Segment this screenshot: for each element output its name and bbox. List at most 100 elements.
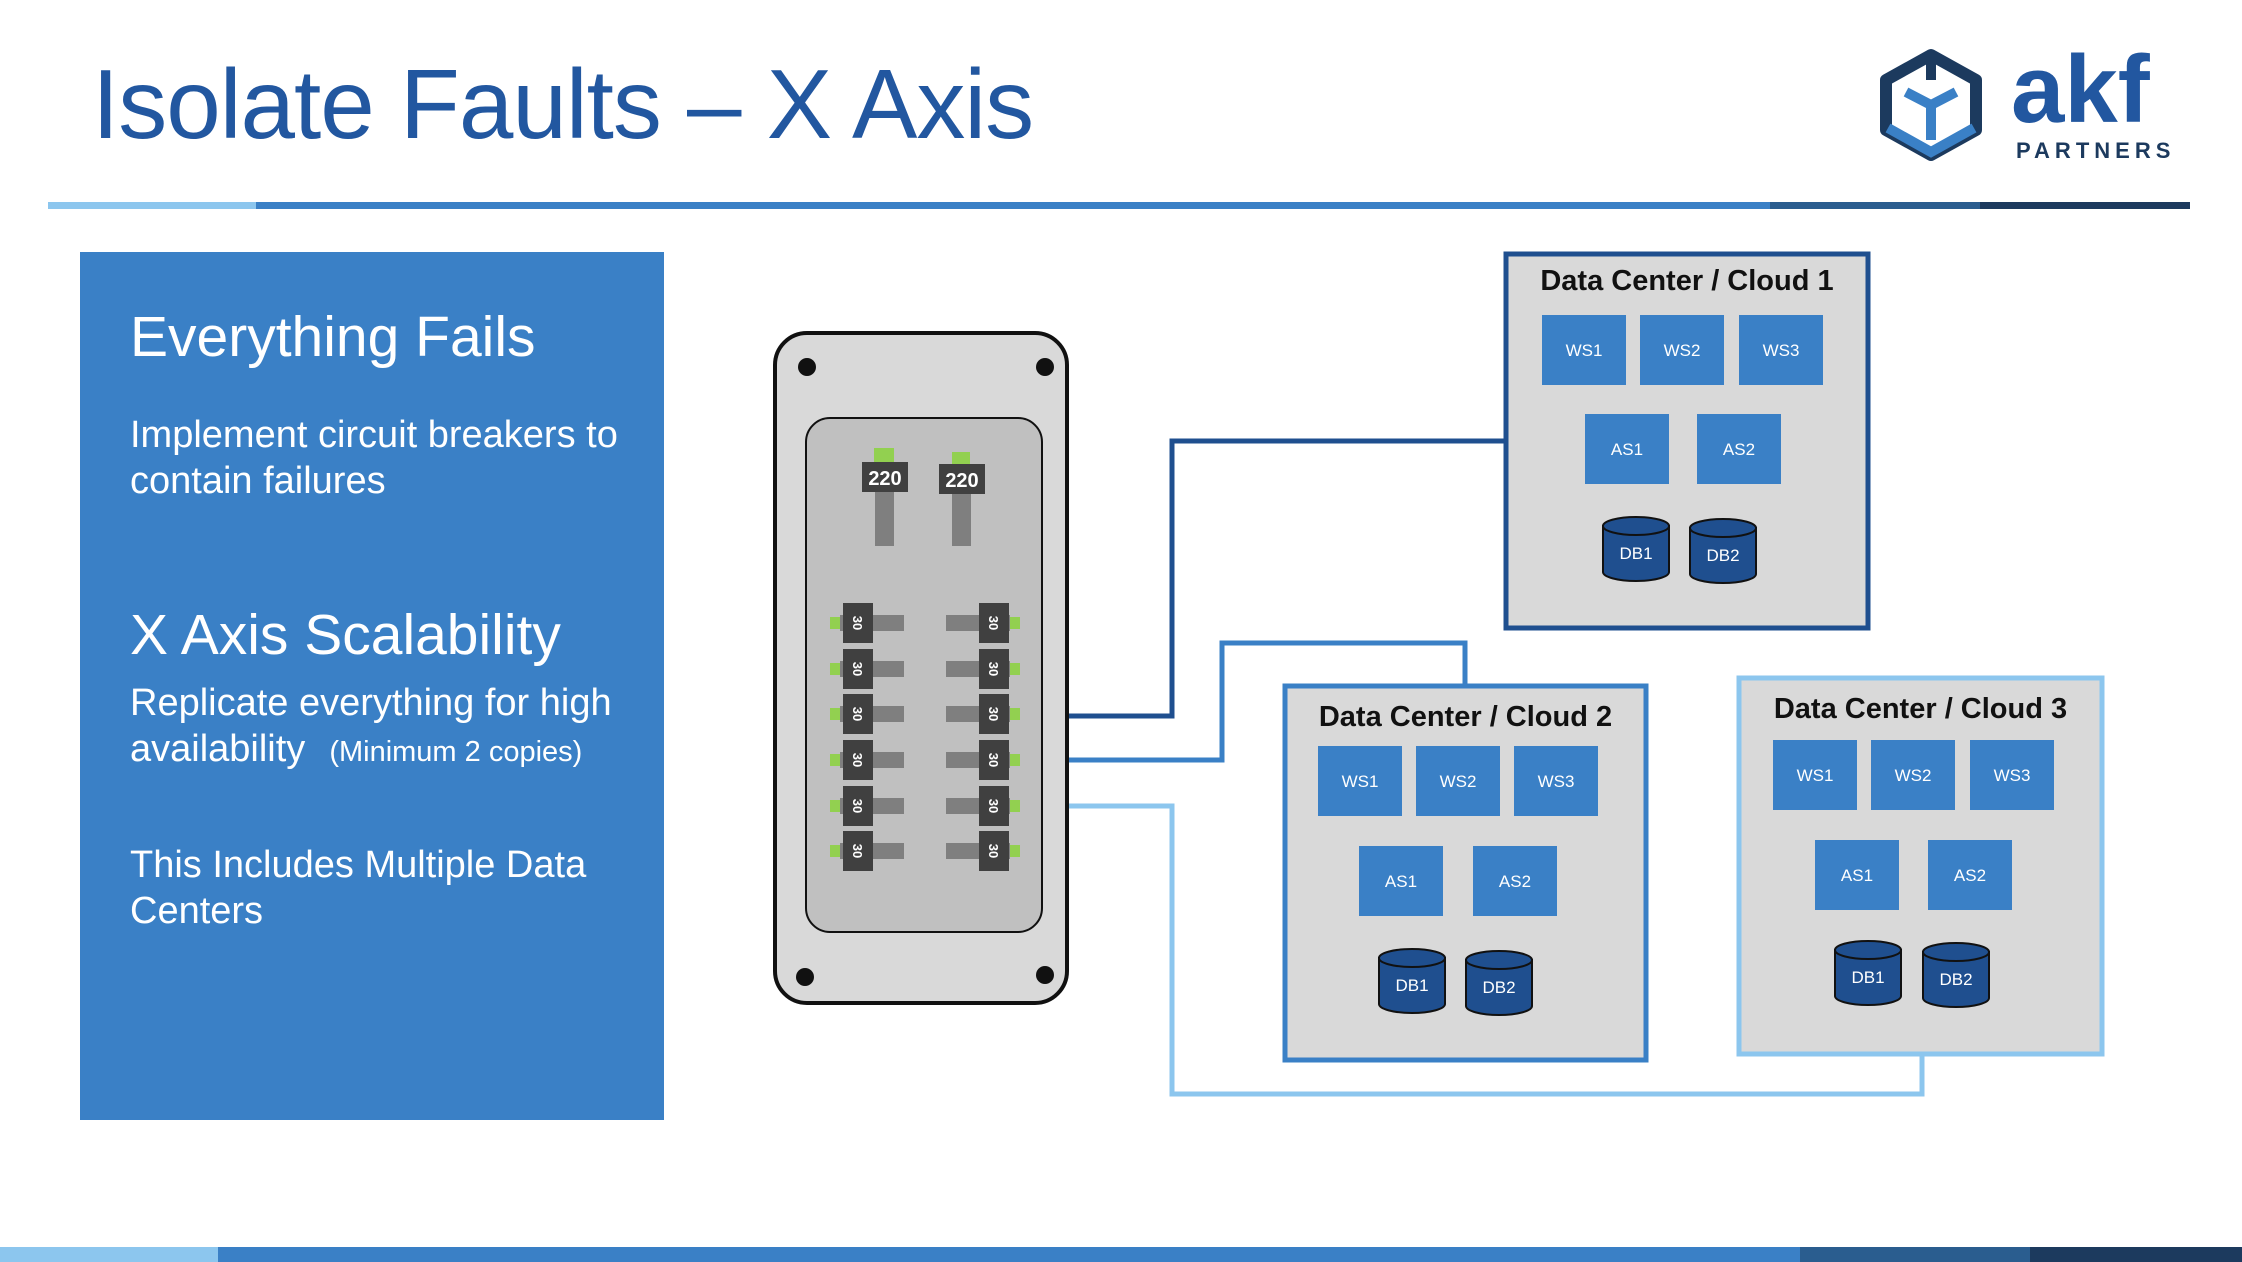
web-server-label: WS2 [1895, 766, 1932, 785]
branch-breaker-right-label: 30 [986, 799, 1001, 813]
main-breaker-1: 220 [862, 448, 908, 546]
footer-rule-light [0, 1247, 218, 1262]
web-server-label: WS3 [1763, 341, 1800, 360]
database-cylinder: DB1 [1602, 516, 1670, 582]
app-server-box: AS2 [1473, 846, 1557, 916]
web-server-label: WS3 [1994, 766, 2031, 785]
header-rule-darkest [1980, 202, 2190, 209]
web-server-box: WS3 [1514, 746, 1598, 816]
app-server-label: AS2 [1723, 440, 1755, 459]
branch-breaker-left-label: 30 [850, 844, 865, 858]
app-server-box: AS1 [1585, 414, 1669, 484]
database-cylinder: DB2 [1465, 950, 1533, 1016]
web-server-box: WS3 [1970, 740, 2054, 810]
text-circuit-breakers: Implement circuit breakers to contain fa… [130, 414, 618, 502]
branch-breaker-left-label: 30 [850, 707, 865, 721]
database-cylinder: DB1 [1378, 948, 1446, 1014]
branch-breaker-right-2: 30 [946, 649, 1020, 689]
web-server-label: WS1 [1797, 766, 1834, 785]
branch-breaker-left-5: 30 [830, 786, 904, 826]
app-server-label: AS1 [1385, 872, 1417, 891]
branch-breaker-right-1: 30 [946, 603, 1020, 643]
web-server-label: WS1 [1342, 772, 1379, 791]
app-server-box: AS1 [1815, 840, 1899, 910]
database-cylinder: DB1 [1834, 940, 1902, 1006]
web-server-label: WS1 [1566, 341, 1603, 360]
main-breaker-1-label: 220 [868, 468, 901, 490]
header-rule-light [48, 202, 256, 209]
text-replicate: Replicate everything for high availabili… [130, 680, 650, 775]
footer-rule-mid [218, 1247, 1800, 1262]
app-server-box: AS1 [1359, 846, 1443, 916]
database-label: DB2 [1482, 978, 1515, 997]
branch-breaker-right-3: 30 [946, 694, 1020, 734]
app-server-label: AS2 [1954, 866, 1986, 885]
app-server-box: AS2 [1928, 840, 2012, 910]
branch-breaker-right-label: 30 [986, 707, 1001, 721]
footer-rule-darkest [2030, 1247, 2242, 1262]
branch-breaker-left-4: 30 [830, 740, 904, 780]
connector-dc3 [1036, 803, 1925, 1097]
branch-breaker-right-label: 30 [986, 616, 1001, 630]
branch-breaker-left-label: 30 [850, 799, 865, 813]
branch-breaker-right-label: 30 [986, 662, 1001, 676]
web-server-box: WS1 [1542, 315, 1626, 385]
web-server-box: WS3 [1739, 315, 1823, 385]
heading-x-axis-scalability: X Axis Scalability [130, 603, 561, 667]
database-label: DB1 [1851, 968, 1884, 987]
web-server-label: WS3 [1538, 772, 1575, 791]
branch-breaker-right-label: 30 [986, 753, 1001, 767]
branch-breaker-right-6: 30 [946, 831, 1020, 871]
branch-breaker-right-4: 30 [946, 740, 1020, 780]
main-breaker-2-label: 220 [945, 470, 978, 492]
app-server-label: AS2 [1499, 872, 1531, 891]
database-label: DB1 [1395, 976, 1428, 995]
page-title: Isolate Faults – X Axis [92, 49, 1034, 159]
app-server-label: AS1 [1611, 440, 1643, 459]
web-server-box: WS2 [1871, 740, 1955, 810]
akf-partners-logo: akf PARTNERS [1880, 40, 2175, 163]
branch-breaker-left-label: 30 [850, 616, 865, 630]
database-label: DB2 [1939, 970, 1972, 989]
heading-everything-fails: Everything Fails [130, 305, 536, 369]
app-server-label: AS1 [1841, 866, 1873, 885]
connector-dc1 [1036, 438, 1506, 719]
logo-name: akf [2011, 40, 2151, 143]
database-cylinder: DB2 [1922, 942, 1990, 1008]
connector-dc2 [1036, 640, 1468, 763]
web-server-label: WS2 [1440, 772, 1477, 791]
data-center-label: Data Center / Cloud 1 [1540, 265, 1833, 297]
text-multiple-dcs: This Includes Multiple Data Centers [130, 844, 587, 932]
data-center-label: Data Center / Cloud 3 [1774, 693, 2067, 725]
branch-breaker-left-2: 30 [830, 649, 904, 689]
branch-breakers: 30 30 30 30 30 30 30 30 30 30 30 30 [830, 603, 1020, 871]
branch-breaker-left-1: 30 [830, 603, 904, 643]
data-center-label: Data Center / Cloud 2 [1319, 701, 1612, 733]
branch-breaker-left-3: 30 [830, 694, 904, 734]
database-label: DB2 [1706, 546, 1739, 565]
logo-sub: PARTNERS [2016, 138, 2175, 163]
branch-breaker-right-5: 30 [946, 786, 1020, 826]
web-server-box: WS2 [1640, 315, 1724, 385]
web-server-box: WS2 [1416, 746, 1500, 816]
web-server-box: WS1 [1318, 746, 1402, 816]
breaker-panel: 220 220 30 30 30 30 30 30 30 30 30 30 30 30 [773, 331, 1069, 1005]
app-server-box: AS2 [1697, 414, 1781, 484]
cube-icon [1880, 49, 1982, 161]
header-rule-dark [1770, 202, 1980, 209]
branch-breaker-left-6: 30 [830, 831, 904, 871]
database-label: DB1 [1619, 544, 1652, 563]
branch-breaker-left-label: 30 [850, 662, 865, 676]
web-server-box: WS1 [1773, 740, 1857, 810]
main-breaker-2: 220 [939, 452, 985, 546]
branch-breaker-left-label: 30 [850, 753, 865, 767]
text-replicate-main: Replicate everything for high availabili… [130, 682, 612, 770]
info-panel: Everything Fails Implement circuit break… [80, 252, 664, 1120]
database-cylinder: DB2 [1689, 518, 1757, 584]
web-server-label: WS2 [1664, 341, 1701, 360]
text-minimum-copies: (Minimum 2 copies) [329, 736, 583, 768]
